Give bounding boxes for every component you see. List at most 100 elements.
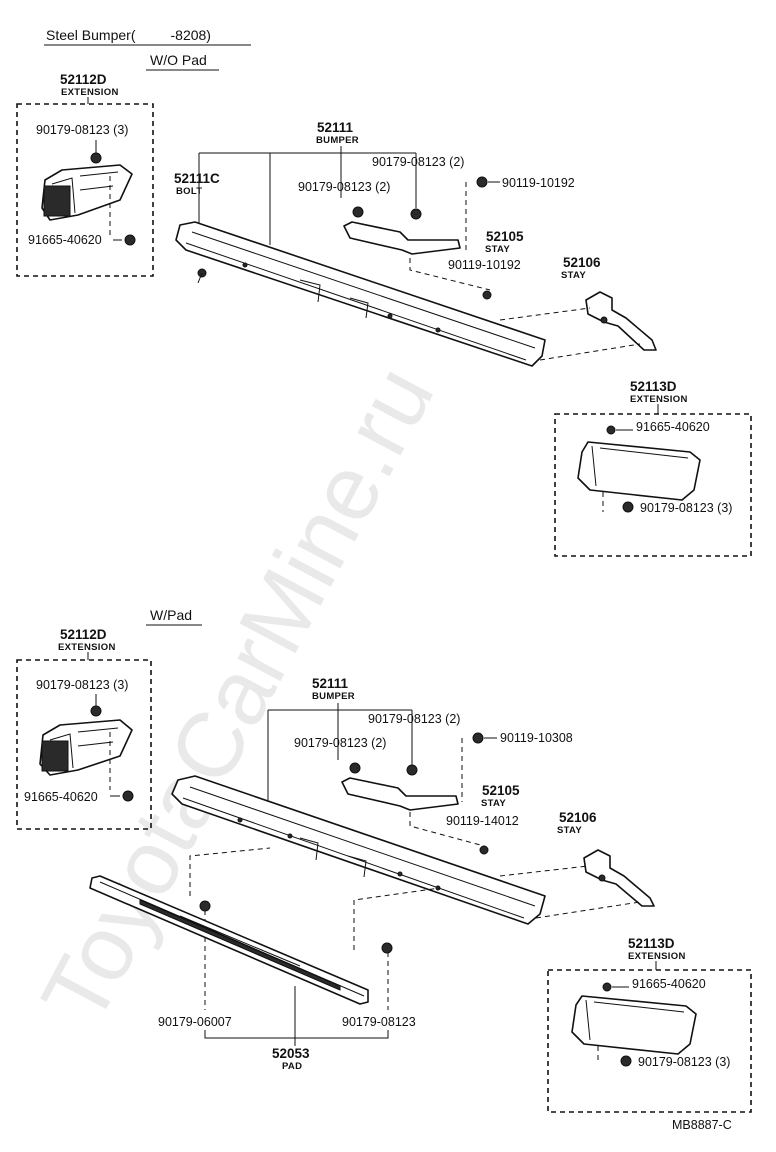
bottom-stay-right-part-name: STAY bbox=[557, 825, 582, 836]
bottom-pad-group: 90179-06007 90179-08123 52053 PAD bbox=[89, 847, 441, 1072]
top-ext-left-detail bbox=[51, 171, 119, 214]
top-ext-left-face bbox=[43, 185, 71, 217]
top-bolt-r2 bbox=[482, 290, 492, 300]
top-stay-dash-1 bbox=[409, 182, 491, 291]
top-ext-left-bolt-label: 91665-40620 bbox=[28, 233, 102, 247]
bottom-nut-a bbox=[349, 762, 361, 774]
top-ext-right-nut bbox=[622, 501, 634, 513]
bottom-stay-dash-1 bbox=[409, 738, 485, 847]
top-ext-right-bolt bbox=[606, 425, 616, 435]
bottom-ext-right-box bbox=[547, 969, 752, 1113]
bottom-ext-right-bolt-label: 91665-40620 bbox=[632, 977, 706, 991]
bottom-bumper-detail bbox=[182, 786, 536, 919]
top-ext-left-nut bbox=[90, 152, 102, 164]
top-bumper-group: 52111 BUMPER 52111C BOLT 90179-08123 (2)… bbox=[174, 120, 546, 367]
bottom-ext-left-bolt bbox=[122, 790, 134, 802]
bottom-bolt-r2 bbox=[479, 845, 489, 855]
top-ext-left-nut-label: 90179-08123 (3) bbox=[36, 123, 128, 137]
bottom-ext-right-part-name: EXTENSION bbox=[628, 951, 686, 962]
bottom-extension-right-group: 52113D EXTENSION 91665-40620 90179-08123… bbox=[547, 936, 752, 1113]
bottom-bolt-r1-label: 90119-10308 bbox=[500, 731, 573, 745]
bottom-ext-right-part-number: 52113D bbox=[628, 936, 675, 951]
top-nut-b bbox=[410, 208, 422, 220]
top-bumper-part-number: 52111 bbox=[317, 120, 354, 135]
pad-nut-right-label: 90179-08123 bbox=[342, 1015, 416, 1029]
top-ext-left-bolt bbox=[124, 234, 136, 246]
top-bumper-hole bbox=[387, 313, 393, 319]
top-stay-right-part-number: 52106 bbox=[563, 255, 601, 270]
pad-strip-texture bbox=[139, 899, 341, 991]
bottom-ext-right-bolt bbox=[602, 982, 612, 992]
bottom-stay-left-part-name: STAY bbox=[481, 798, 506, 809]
top-ext-right-part-number: 52113D bbox=[630, 379, 677, 394]
bottom-ext-left-box bbox=[16, 659, 152, 830]
bottom-stay-right-dash bbox=[499, 865, 641, 919]
top-bolt-r2-label: 90119-10192 bbox=[448, 258, 521, 272]
top-ext-right-bolt-label: 91665-40620 bbox=[636, 420, 710, 434]
top-extension-left-group: 52112D EXTENSION 90179-08123 (3) 91665-4… bbox=[16, 72, 154, 277]
top-stay-right-part-name: STAY bbox=[561, 270, 586, 281]
w-pad-heading: W/Pad bbox=[150, 607, 192, 623]
bottom-bumper-hole bbox=[397, 871, 403, 877]
bottom-stay-right-bolt bbox=[598, 874, 606, 882]
bottom-nut-b-label: 90179-08123 (2) bbox=[368, 712, 460, 726]
top-bumper-bolt-shank bbox=[197, 272, 203, 284]
top-ext-right-nut-label: 90179-08123 (3) bbox=[640, 501, 732, 515]
bottom-bolt-r1 bbox=[472, 732, 484, 744]
top-ext-left-box bbox=[16, 103, 154, 277]
bottom-bumper-part-number: 52111 bbox=[312, 676, 349, 691]
top-stays-group: 90119-10192 52105 STAY 90119-10192 52106… bbox=[343, 176, 657, 361]
top-ext-left-part-number: 52112D bbox=[60, 72, 107, 87]
top-bumper-detail bbox=[185, 231, 536, 361]
pad-nut-left bbox=[199, 900, 211, 912]
bottom-bumper-bracket bbox=[267, 703, 413, 808]
bottom-ext-left-part-name: EXTENSION bbox=[58, 642, 116, 653]
bottom-bumper-group: 52111 BUMPER 90179-08123 (2) 90179-08123… bbox=[171, 676, 546, 925]
bottom-bumper-hole bbox=[237, 817, 243, 823]
bottom-bolt-r2-label: 90119-14012 bbox=[446, 814, 519, 828]
top-stay-left-part-name: STAY bbox=[485, 244, 510, 255]
bottom-stay-right-part-number: 52106 bbox=[559, 810, 597, 825]
top-ext-right-part-name: EXTENSION bbox=[630, 394, 688, 405]
top-stay-left-part-number: 52105 bbox=[486, 229, 524, 244]
pad-nut-right bbox=[381, 942, 393, 954]
wo-pad-heading: W/O Pad bbox=[150, 52, 207, 68]
bottom-bumper-part-name: BUMPER bbox=[312, 691, 355, 702]
top-bumper-hole bbox=[242, 262, 248, 268]
pad-bracket bbox=[204, 986, 389, 1046]
top-extension-right-group: 52113D EXTENSION 91665-40620 90179-08123… bbox=[554, 379, 752, 557]
top-bumper-bracket bbox=[198, 146, 417, 245]
top-ext-left-part-name: EXTENSION bbox=[61, 87, 119, 98]
top-ext-right-part bbox=[577, 441, 701, 501]
top-bolt-r1 bbox=[476, 176, 488, 188]
top-stay-right-bolt bbox=[600, 316, 608, 324]
top-bolt-r1-label: 90119-10192 bbox=[502, 176, 575, 190]
top-stay-left bbox=[343, 221, 461, 255]
top-stay-right bbox=[585, 291, 657, 351]
bottom-ext-left-nut bbox=[90, 705, 102, 717]
bottom-stay-left bbox=[341, 777, 459, 811]
bottom-ext-right-detail bbox=[585, 999, 685, 1041]
pad-part-name: PAD bbox=[282, 1061, 302, 1072]
bottom-ext-left-face bbox=[41, 740, 69, 772]
bottom-ext-left-nut-label: 90179-08123 (3) bbox=[36, 678, 128, 692]
bottom-stays-group: 90119-10308 52105 STAY 90119-14012 52106… bbox=[341, 731, 655, 919]
top-bolt-part-number: 52111C bbox=[174, 171, 220, 186]
top-ext-right-detail bbox=[591, 445, 689, 487]
bottom-ext-left-bolt-label: 91665-40620 bbox=[24, 790, 98, 804]
diagram-title: Steel Bumper( -8208) bbox=[46, 27, 211, 43]
top-bumper-part-name: BUMPER bbox=[316, 135, 359, 146]
top-stay-right-dash bbox=[499, 307, 641, 361]
top-bumper-hole bbox=[435, 327, 441, 333]
top-bolt-part-name: BOLT bbox=[176, 186, 202, 197]
pad-dash-lines bbox=[189, 847, 441, 1010]
top-nut-a bbox=[352, 206, 364, 218]
bottom-stay-right bbox=[583, 849, 655, 907]
bottom-nut-b bbox=[406, 764, 418, 776]
bottom-ext-right-part bbox=[571, 995, 697, 1055]
pad-nut-left-label: 90179-06007 bbox=[158, 1015, 232, 1029]
bottom-extension-left-group: 52112D EXTENSION 90179-08123 (3) 91665-4… bbox=[16, 627, 152, 830]
top-nut-b-label: 90179-08123 (2) bbox=[372, 155, 464, 169]
bottom-bumper-hole bbox=[287, 833, 293, 839]
